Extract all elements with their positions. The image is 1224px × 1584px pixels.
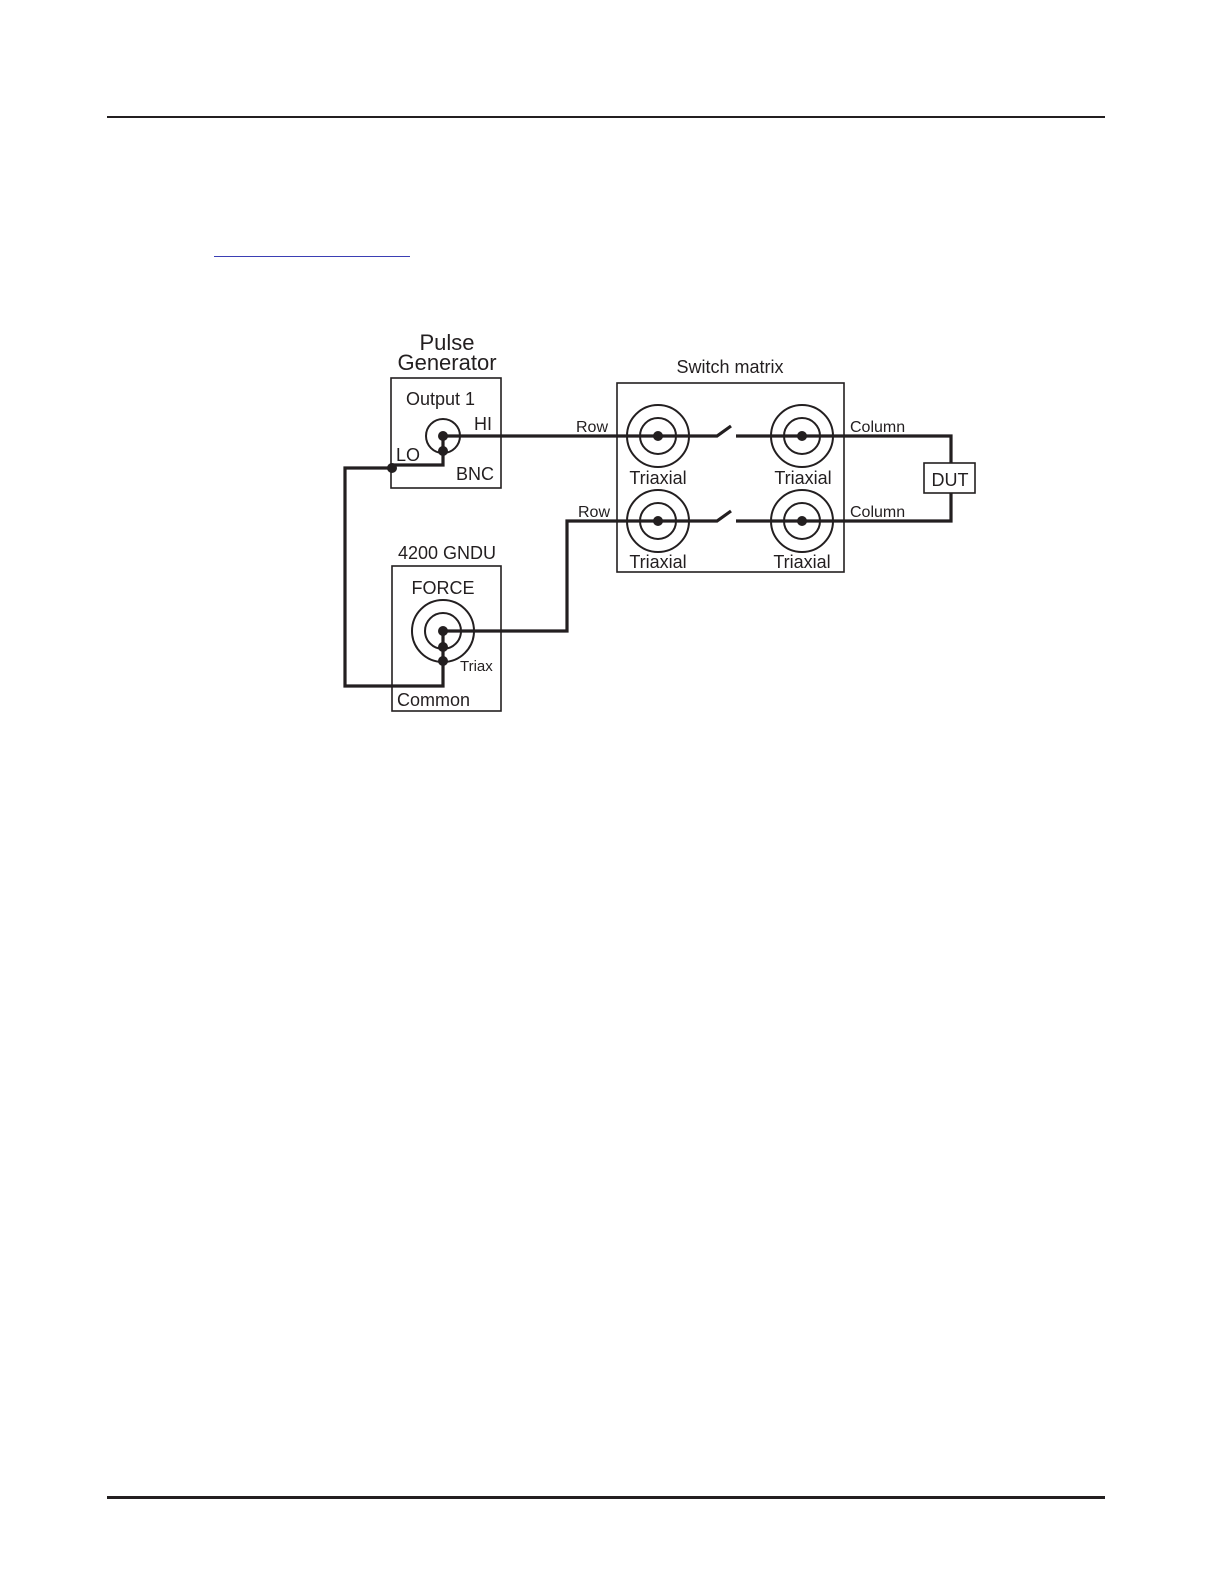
row-label-top: Row (576, 419, 608, 436)
triax-guard-dot (438, 642, 448, 652)
triaxial-label-top-right: Triaxial (774, 468, 831, 488)
common-label: Common (397, 690, 470, 710)
triax-shield-dot (438, 656, 448, 666)
column-label-bottom: Column (850, 504, 905, 521)
force-label: FORCE (412, 578, 475, 598)
triax-center-dot (438, 626, 448, 636)
column-label-top: Column (850, 419, 905, 436)
dut-label: DUT (932, 470, 969, 490)
triaxial-label-bottom-right: Triaxial (773, 552, 830, 572)
footer-rule (107, 1496, 1105, 1499)
gndu-title: 4200 GNDU (398, 543, 496, 563)
output-label: Output 1 (406, 389, 475, 409)
pulse-generator-title-line2: Generator (397, 350, 496, 375)
bnc-center-dot (438, 431, 448, 441)
bnc-label: BNC (456, 464, 494, 484)
lo-label: LO (396, 445, 420, 465)
triax-label: Triax (460, 658, 493, 675)
switch-matrix-title: Switch matrix (676, 357, 783, 377)
row-label-bottom: Row (578, 504, 610, 521)
bnc-lo-dot (438, 446, 448, 456)
triaxial-label-top-left: Triaxial (629, 468, 686, 488)
hi-label: HI (474, 414, 492, 434)
triaxial-label-bottom-left: Triaxial (629, 552, 686, 572)
